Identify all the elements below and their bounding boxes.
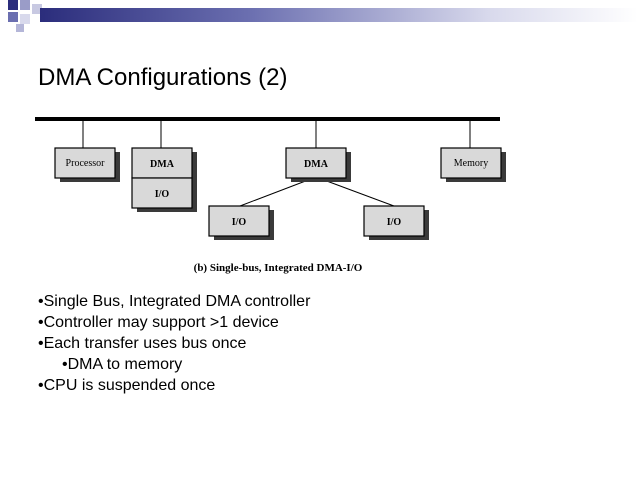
- bullet-item: •CPU is suspended once: [38, 377, 216, 394]
- io-center-right-box: I/O: [363, 205, 429, 240]
- io-center-left-label: I/O: [232, 217, 247, 228]
- decor-square: [20, 14, 30, 24]
- decor-square: [32, 4, 42, 14]
- dma-left-label: DMA: [150, 159, 175, 170]
- processor-box: Processor: [54, 147, 120, 182]
- io-left-label: I/O: [155, 189, 170, 200]
- memory-label: Memory: [454, 158, 488, 169]
- title-decoration-band: [0, 0, 638, 32]
- io-left-box: I/O: [131, 177, 197, 212]
- io-center-right-label: I/O: [387, 217, 402, 228]
- decor-square: [20, 0, 30, 10]
- decor-square: [8, 0, 18, 10]
- bullet-item: •Each transfer uses bus once: [38, 335, 247, 352]
- dma-configuration-diagram: Processor DMA I/O DMA I/O I/O Memory (b)…: [35, 117, 506, 274]
- processor-label: Processor: [66, 158, 106, 169]
- decor-square: [8, 12, 18, 22]
- dma-left-box: DMA: [131, 147, 197, 182]
- title-gradient-bar: [40, 8, 638, 22]
- system-bus: [35, 117, 500, 121]
- slide-title: DMA Configurations (2): [38, 64, 288, 91]
- dma-center-box: DMA: [285, 147, 351, 182]
- decor-square: [16, 24, 24, 32]
- diagram-caption: (b) Single-bus, Integrated DMA-I/O: [194, 262, 363, 274]
- memory-box: Memory: [440, 147, 506, 182]
- bullet-item: •Controller may support >1 device: [38, 314, 279, 331]
- bullet-list: •Single Bus, Integrated DMA controller •…: [38, 291, 310, 396]
- io-center-left-box: I/O: [208, 205, 274, 240]
- dma-center-label: DMA: [304, 159, 329, 170]
- bullet-subitem: •DMA to memory: [62, 356, 183, 373]
- bullet-item: •Single Bus, Integrated DMA controller: [38, 293, 311, 310]
